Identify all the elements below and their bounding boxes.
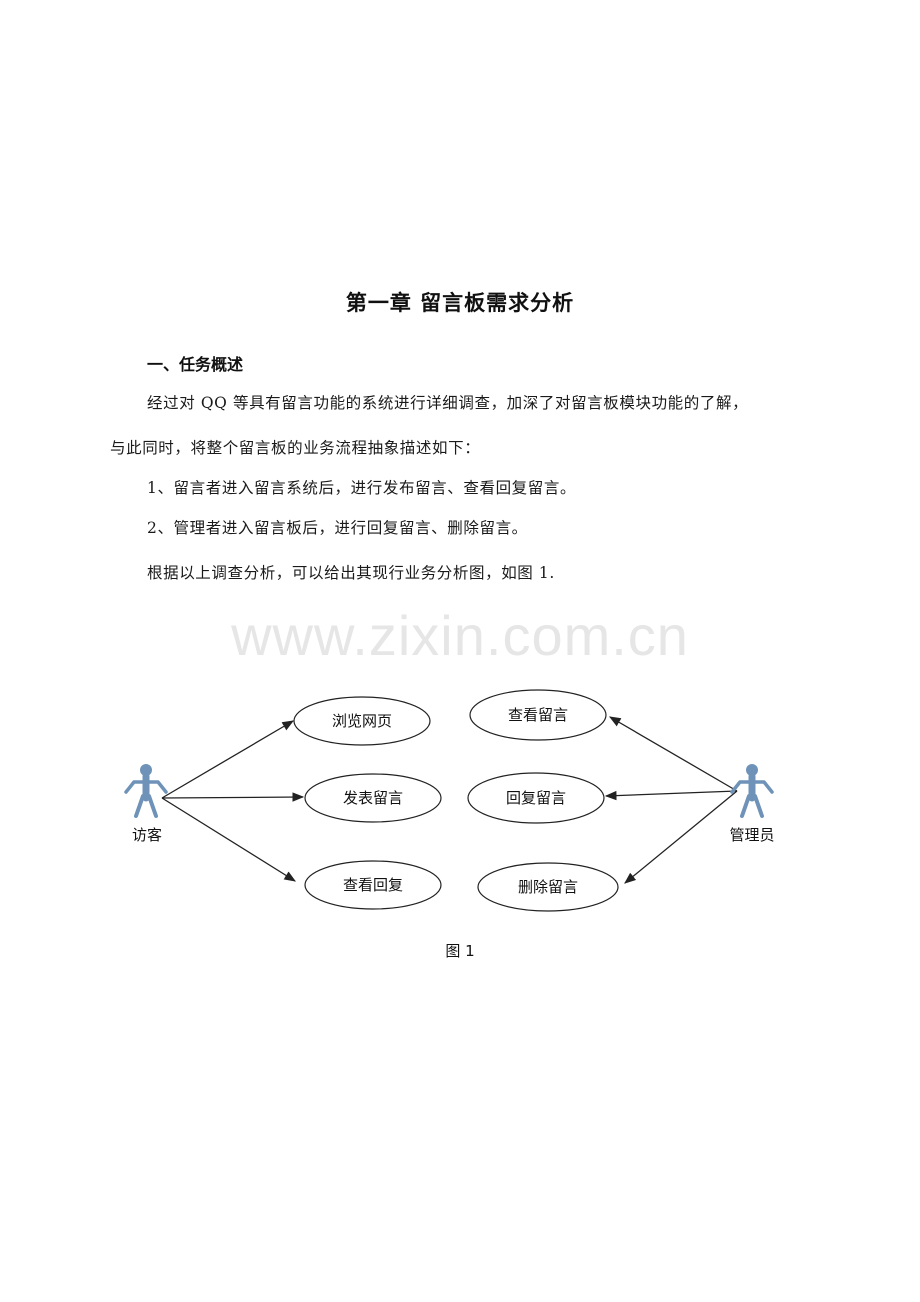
svg-text:删除留言: 删除留言	[518, 878, 578, 896]
conclusion-paragraph: 根据以上调查分析，可以给出其现行业务分析图，如图 1.	[147, 564, 555, 582]
admin-actor: 管理员	[729, 764, 775, 844]
intro-paragraph-line-2: 与此同时，将整个留言板的业务流程抽象描述如下：	[110, 439, 481, 457]
visitor-actor: 访客	[124, 764, 168, 844]
person-icon	[730, 764, 774, 818]
use-case-view-messages: 查看留言	[469, 689, 607, 741]
use-case-view-reply: 查看回复	[304, 860, 442, 910]
svg-text:查看留言: 查看留言	[508, 706, 568, 724]
association-view-reply	[161, 797, 296, 882]
section-heading: 一、任务概述	[147, 355, 244, 374]
svg-text:回复留言: 回复留言	[506, 789, 566, 807]
use-case-diagram: 访客 浏览网页 发表留言 查看回复 查看留言	[110, 680, 810, 930]
svg-text:浏览网页: 浏览网页	[332, 712, 392, 730]
watermark: www.zixin.com.cn	[231, 604, 689, 667]
list-item-1: 1、留言者进入留言系统后，进行发布留言、查看回复留言。	[147, 479, 577, 497]
use-case-delete-message: 删除留言	[477, 862, 619, 912]
use-case-browse-pages: 浏览网页	[293, 696, 431, 746]
chapter-title: 第一章 留言板需求分析	[345, 291, 575, 315]
admin-label: 管理员	[729, 826, 774, 844]
intro-paragraph-line-1: 经过对 QQ 等具有留言功能的系统进行详细调查，加深了对留言板模块功能的了解，	[147, 394, 749, 412]
list-item-2: 2、管理者进入留言板后，进行回复留言、删除留言。	[147, 519, 528, 537]
association-delete-message	[624, 790, 738, 884]
association-post	[161, 792, 305, 802]
figure-caption: 图 1	[445, 942, 475, 960]
use-case-post-message: 发表留言	[304, 773, 442, 823]
person-icon	[124, 764, 168, 818]
svg-text:发表留言: 发表留言	[343, 789, 403, 807]
visitor-label: 访客	[132, 826, 162, 844]
association-browse	[161, 720, 295, 799]
association-reply-message	[604, 790, 738, 801]
use-case-reply-message: 回复留言	[467, 772, 605, 824]
svg-text:查看回复: 查看回复	[343, 876, 403, 894]
association-view-messages	[608, 716, 738, 792]
